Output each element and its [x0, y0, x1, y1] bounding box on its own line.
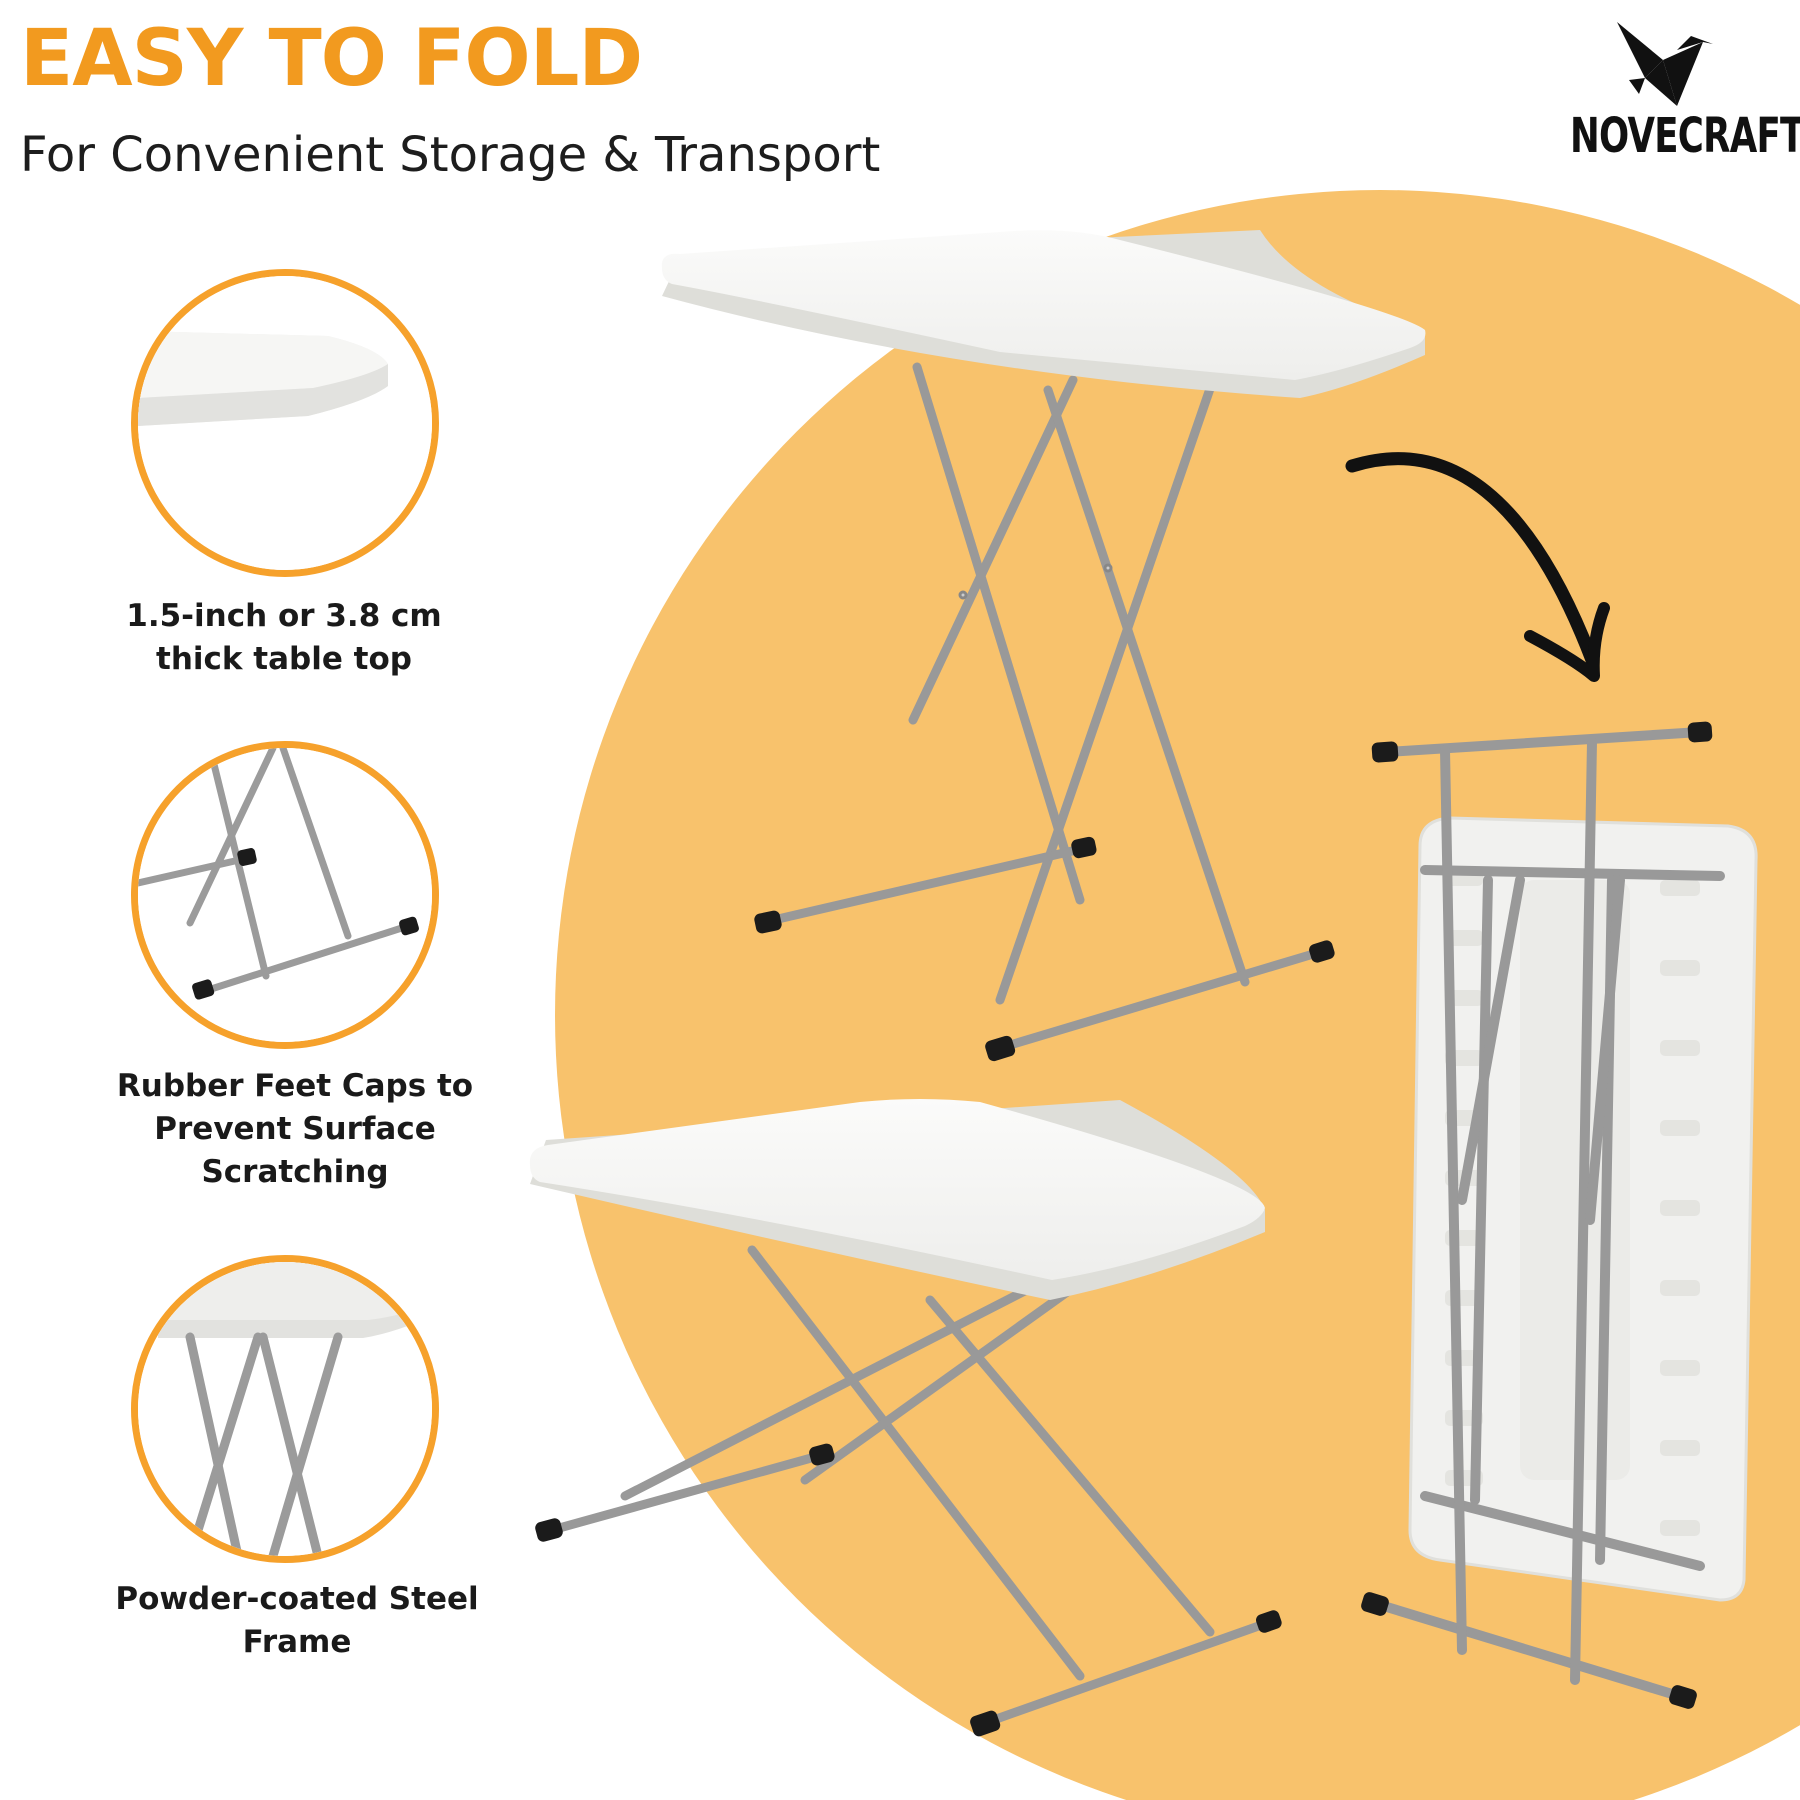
brand-logo: NOVECRAFTO [1560, 20, 1800, 160]
page-title: EASY TO FOLD [20, 14, 643, 104]
tabletop-edge-closeup-icon [138, 276, 432, 570]
feature-label-steel-frame: Powder-coated Steel Frame [87, 1578, 507, 1664]
feature-label-tabletop: 1.5-inch or 3.8 cm thick table top [74, 595, 494, 681]
feature-label-rubber-feet: Rubber Feet Caps to Prevent Surface Scra… [85, 1065, 505, 1194]
fold-arrow-icon [1345, 452, 1610, 682]
standing-table-tall [661, 230, 1426, 1062]
rubber-foot-caps [754, 836, 1335, 1062]
brand-name: NOVECRAFTO [1570, 108, 1800, 164]
rubber-foot-caps [1361, 721, 1713, 1709]
feature-circle-rubber-feet [131, 741, 439, 1049]
feature-circle-tabletop [131, 269, 439, 577]
feature-circle-steel-frame [131, 1255, 439, 1563]
page-subtitle: For Convenient Storage & Transport [20, 127, 881, 183]
origami-bird-icon [1617, 22, 1713, 106]
folded-table [1361, 721, 1758, 1709]
feature-label-line: Frame [242, 1624, 352, 1660]
standing-table-low [529, 1099, 1282, 1737]
feature-label-line: Powder-coated Steel [115, 1581, 479, 1617]
steel-frame-closeup-icon [138, 1262, 432, 1556]
feature-label-line: Prevent Surface [154, 1111, 436, 1147]
feature-label-line: 1.5-inch or 3.8 cm [126, 598, 442, 634]
feature-label-line: Rubber Feet Caps to [116, 1068, 474, 1104]
rubber-foot-caps [535, 1443, 1282, 1737]
rubber-feet-closeup-icon [138, 748, 432, 1042]
feature-label-line: Scratching [201, 1154, 389, 1190]
feature-label-line: thick table top [156, 641, 412, 677]
